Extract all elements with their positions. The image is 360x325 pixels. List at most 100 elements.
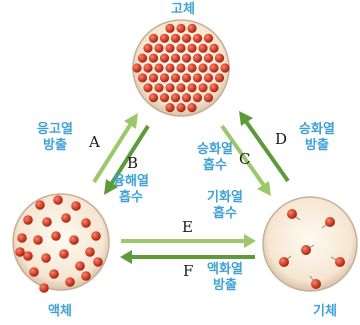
solid-particle bbox=[148, 33, 159, 43]
solid-particle bbox=[132, 63, 142, 73]
solid-particle bbox=[137, 53, 148, 63]
solid-particle bbox=[209, 63, 219, 73]
process-c-action: 흡수 bbox=[203, 158, 227, 173]
process-e-heat: 기화열 bbox=[207, 190, 243, 205]
solid-particle bbox=[181, 93, 192, 103]
liquid-particles bbox=[15, 195, 103, 293]
gas-sphere bbox=[262, 196, 358, 292]
process-b-letter: B bbox=[127, 154, 139, 172]
solid-particle bbox=[143, 63, 153, 73]
gas-particle bbox=[301, 245, 311, 255]
process-b-heat: 융해열 bbox=[113, 174, 149, 189]
solid-particle bbox=[192, 33, 203, 43]
arrow-d-gas-to-solid bbox=[239, 111, 290, 183]
process-e-label: 기화열 흡수 bbox=[200, 190, 250, 222]
solid-particle bbox=[176, 23, 186, 33]
solid-particle bbox=[154, 63, 164, 73]
liquid-particle bbox=[23, 251, 33, 261]
liquid-particle bbox=[51, 231, 61, 241]
process-b-action: 흡수 bbox=[119, 190, 143, 205]
liquid-particle bbox=[23, 215, 33, 225]
solid-particle bbox=[176, 83, 186, 93]
arrow-a-liquid-to-solid bbox=[92, 113, 138, 184]
liquid-particle bbox=[81, 271, 91, 281]
gas-particle bbox=[335, 257, 345, 267]
solid-particle bbox=[176, 63, 186, 73]
solid-particle bbox=[170, 93, 181, 103]
solid-particle bbox=[198, 63, 208, 73]
arrow-e-liquid-to-gas bbox=[121, 234, 256, 248]
solid-particle bbox=[220, 63, 230, 73]
process-c-heat: 승화열 bbox=[197, 142, 233, 157]
liquid-particle bbox=[29, 267, 39, 277]
solid-particle bbox=[187, 63, 197, 73]
liquid-particle bbox=[41, 253, 51, 263]
solid-particle bbox=[203, 93, 214, 103]
solid-particle bbox=[214, 73, 225, 83]
solid-particle bbox=[187, 43, 197, 53]
solid-particle bbox=[165, 83, 175, 93]
solid-particle bbox=[170, 33, 181, 43]
solid-particle bbox=[159, 53, 170, 63]
liquid-particle bbox=[81, 218, 91, 228]
solid-particle bbox=[187, 23, 197, 33]
solid-particle bbox=[159, 73, 170, 83]
solid-particle bbox=[181, 33, 192, 43]
solid-particle bbox=[176, 43, 186, 53]
gas-particle bbox=[279, 257, 289, 267]
process-f-heat: 액화열 bbox=[207, 262, 243, 277]
solid-particle bbox=[159, 33, 170, 43]
liquid-particle bbox=[59, 249, 69, 259]
solid-particle bbox=[143, 83, 153, 93]
liquid-particle bbox=[42, 217, 52, 227]
solid-particle bbox=[192, 53, 203, 63]
process-e-letter: E bbox=[182, 218, 193, 236]
process-d-letter: D bbox=[275, 130, 288, 148]
solid-particle bbox=[170, 73, 181, 83]
solid-particle bbox=[148, 93, 159, 103]
solid-particle bbox=[165, 63, 175, 73]
solid-particle bbox=[170, 53, 181, 63]
solid-label: 고체 bbox=[171, 2, 195, 17]
gas-particle bbox=[311, 279, 321, 289]
solid-particles bbox=[132, 23, 230, 113]
liquid-sphere bbox=[12, 193, 110, 291]
solid-particle bbox=[203, 53, 214, 63]
solid-particle bbox=[192, 73, 203, 83]
process-a-action: 방출 bbox=[43, 138, 67, 153]
solid-particle bbox=[192, 93, 203, 103]
solid-particle bbox=[187, 83, 197, 93]
solid-particle bbox=[176, 103, 186, 113]
solid-particle bbox=[198, 43, 208, 53]
process-f-label: 액화열 방출 bbox=[200, 262, 250, 294]
liquid-particle bbox=[39, 283, 49, 293]
solid-particle bbox=[137, 73, 148, 83]
solid-particle bbox=[198, 83, 208, 93]
liquid-particle bbox=[85, 247, 95, 257]
solid-particle bbox=[181, 73, 192, 83]
process-b-label: 융해열 흡수 bbox=[106, 174, 156, 206]
solid-particle bbox=[165, 23, 175, 33]
solid-particle bbox=[143, 43, 153, 53]
solid-particle bbox=[165, 103, 175, 113]
process-d-heat: 승화열 bbox=[299, 122, 335, 137]
solid-particle bbox=[159, 93, 170, 103]
solid-particle bbox=[148, 53, 159, 63]
liquid-particle bbox=[35, 200, 45, 210]
process-a-letter: A bbox=[89, 133, 100, 151]
liquid-particle bbox=[61, 213, 71, 223]
liquid-particle bbox=[65, 277, 75, 287]
solid-particle bbox=[203, 33, 214, 43]
liquid-particle bbox=[33, 235, 43, 245]
process-c-letter: C bbox=[239, 150, 251, 168]
solid-particle bbox=[203, 73, 214, 83]
gas-particle bbox=[325, 217, 335, 227]
gas-particle bbox=[287, 209, 297, 219]
solid-particle bbox=[214, 53, 225, 63]
solid-particle bbox=[209, 43, 219, 53]
liquid-particle bbox=[53, 195, 63, 205]
arrow-c-solid-to-gas bbox=[220, 124, 271, 196]
process-e-action: 흡수 bbox=[213, 206, 237, 221]
